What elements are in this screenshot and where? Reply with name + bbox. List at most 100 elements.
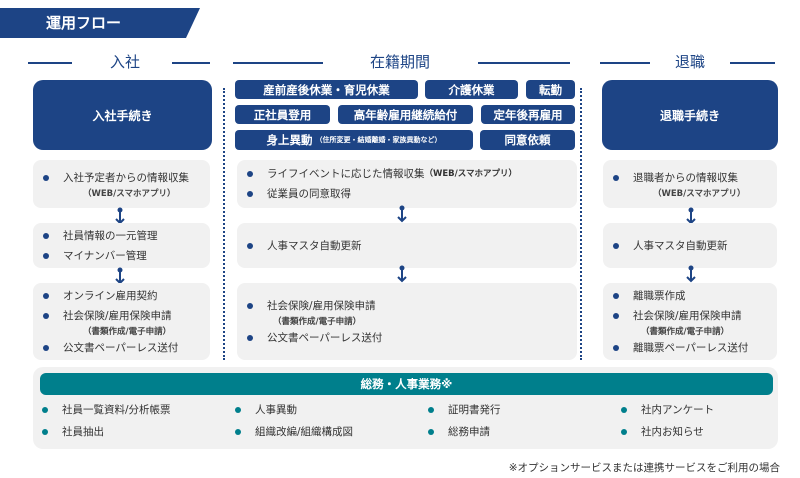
bullet-icon [43, 292, 49, 299]
general-item-label: 総務申請 [448, 426, 490, 438]
bullet-icon [613, 175, 619, 181]
list-item: オンライン雇用契約 [63, 289, 158, 302]
general-item-label: 社内アンケート [641, 404, 715, 416]
general-item: 社内お知らせ [621, 425, 704, 439]
list-item: 公文書ペーパーレス送付 [267, 331, 383, 344]
section-heading-tenure: 在籍期間 [369, 53, 430, 71]
list-item-note: （書類作成/電子申請） [641, 326, 730, 337]
bullet-icon [43, 312, 49, 319]
tag-consent-request: 同意依頼 [480, 130, 575, 150]
bullet-icon [613, 344, 619, 351]
bullet-icon [247, 242, 253, 249]
tag-maternity-childcare-leave: 産前産後休業・育児休業 [235, 80, 418, 99]
section-heading-join: 入社 [109, 53, 140, 71]
bullet-icon [42, 429, 48, 435]
tag-nursing-leave: 介護休業 [425, 80, 518, 99]
list-item: 社会保険/雇用保険申請 [63, 309, 172, 322]
arrow-down-icon [686, 265, 696, 283]
bullet-icon [613, 292, 619, 299]
bullet-icon [247, 334, 253, 341]
tag-label: 身上異動 [266, 133, 313, 147]
tag-personal-change: 身上異動（住所変更・結婚離婚・家族異動など） [235, 130, 473, 150]
leave-step-1: 退職者からの情報収集 （WEB/スマホアプリ） [603, 160, 777, 208]
list-item: 公文書ペーパーレス送付 [63, 341, 179, 354]
divider [233, 62, 323, 64]
general-item-label: 社内お知らせ [641, 426, 704, 438]
arrow-down-icon [397, 265, 407, 283]
general-item-label: 社員一覧資料/分析帳票 [62, 404, 171, 416]
dotted-separator [223, 88, 225, 360]
list-item: 人事マスタ自動更新 [267, 239, 362, 252]
bullet-icon [247, 191, 253, 197]
tag-regular-employee: 正社員登用 [235, 105, 330, 124]
bullet-icon [247, 302, 253, 309]
flow-title-banner: 運用フロー [0, 8, 200, 38]
join-procedure-box: 入社手続き [33, 80, 212, 150]
list-item-note: （WEB/スマホアプリ） [83, 189, 176, 199]
tag-elderly-benefit: 高年齢雇用継続給付 [338, 105, 473, 124]
bullet-icon [428, 407, 434, 413]
join-step-3: オンライン雇用契約 社会保険/雇用保険申請 （書類作成/電子申請） 公文書ペーパ… [33, 283, 210, 360]
bullet-icon [43, 344, 49, 351]
list-item: ライフイベントに応じた情報収集 [267, 168, 425, 180]
list-item-note: （WEB/スマホアプリ） [653, 189, 746, 199]
list-item: マイナンバー管理 [63, 249, 147, 262]
divider [28, 62, 72, 64]
tag-transfer: 転勤 [526, 80, 575, 99]
divider [730, 62, 775, 64]
bullet-icon [235, 429, 241, 435]
bullet-icon [43, 252, 49, 259]
tenure-step-1: ライフイベントに応じた情報収集（WEB/スマホアプリ） 従業員の同意取得 [237, 160, 577, 208]
bullet-icon [613, 242, 619, 249]
list-item: 従業員の同意取得 [267, 188, 351, 200]
leave-step-2: 人事マスタ自動更新 [603, 223, 777, 268]
footnote: ※オプションサービスまたは連携サービスをご利用の場合 [508, 462, 780, 474]
general-item: 組織改編/組織構成図 [235, 425, 353, 439]
bullet-icon [247, 171, 253, 177]
leave-procedure-box: 退職手続き [602, 80, 778, 150]
list-item: 入社予定者からの情報収集 [63, 172, 189, 184]
list-item: 離職票作成 [633, 289, 686, 302]
list-item-note: （書類作成/電子申請） [83, 326, 172, 337]
general-item-label: 組織改編/組織構成図 [255, 426, 354, 438]
list-item-note: （書類作成/電子申請） [273, 316, 362, 327]
general-item-label: 証明書発行 [448, 404, 501, 416]
bullet-icon [43, 232, 49, 239]
divider [478, 62, 570, 64]
bullet-icon [42, 407, 48, 413]
divider [172, 62, 210, 64]
bullet-icon [613, 312, 619, 319]
divider [600, 62, 650, 64]
list-item: 退職者からの情報収集 [633, 172, 738, 184]
section-heading-leave: 退職 [674, 53, 705, 71]
list-item: 人事マスタ自動更新 [633, 239, 728, 252]
bullet-icon [43, 175, 49, 181]
tenure-step-2: 人事マスタ自動更新 [237, 223, 577, 268]
dotted-separator [580, 88, 582, 360]
join-step-2: 社員情報の一元管理 マイナンバー管理 [33, 223, 210, 268]
general-item: 総務申請 [428, 425, 490, 439]
list-item: 社会保険/雇用保険申請 [633, 309, 742, 322]
general-item: 人事異動 [235, 403, 297, 417]
general-item-label: 人事異動 [255, 404, 297, 416]
bullet-icon [621, 407, 627, 413]
tag-note: （住所変更・結婚離婚・家族異動など） [315, 136, 442, 144]
general-item: 社内アンケート [621, 403, 714, 417]
general-item: 社員一覧資料/分析帳票 [42, 403, 171, 417]
bullet-icon [235, 407, 241, 413]
arrow-down-icon [397, 205, 407, 223]
bullet-icon [621, 429, 627, 435]
list-item: 社会保険/雇用保険申請 [267, 299, 376, 312]
list-item: 離職票ペーパーレス送付 [633, 341, 749, 354]
general-affairs-title: 総務・人事業務※ [40, 373, 773, 395]
tag-reemployment: 定年後再雇用 [481, 105, 575, 124]
tenure-step-3: 社会保険/雇用保険申請 （書類作成/電子申請） 公文書ペーパーレス送付 [237, 283, 577, 360]
list-item: 社員情報の一元管理 [63, 229, 158, 242]
general-item-label: 社員抽出 [62, 426, 104, 438]
join-step-1: 入社予定者からの情報収集 （WEB/スマホアプリ） [33, 160, 210, 208]
bullet-icon [428, 429, 434, 435]
list-item-note: （WEB/スマホアプリ） [424, 169, 518, 179]
leave-step-3: 離職票作成 社会保険/雇用保険申請 （書類作成/電子申請） 離職票ペーパーレス送… [603, 283, 777, 360]
general-item: 社員抽出 [42, 425, 104, 439]
general-item: 証明書発行 [428, 403, 501, 417]
